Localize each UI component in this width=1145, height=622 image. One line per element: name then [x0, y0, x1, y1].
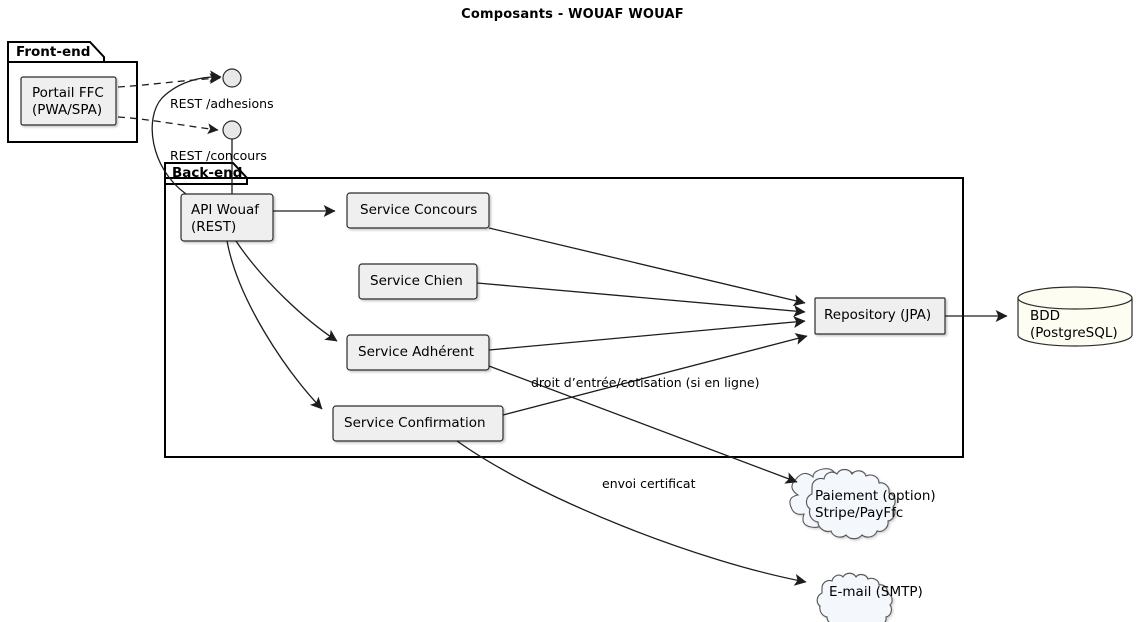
edge-portail-to-adhesions: [117, 73, 221, 88]
component-api-wouaf[interactable]: [180, 193, 274, 242]
package-label-frontend: Front-end: [16, 44, 91, 60]
edge-service-concours-to-repository: [488, 227, 806, 307]
component-repository-jpa[interactable]: [814, 297, 946, 335]
package-backend: [164, 162, 964, 458]
edge-api-to-service-adherent: [235, 240, 338, 342]
edge-service-adherent-to-paiement: [488, 365, 798, 484]
diagram-title: Composants - WOUAF WOUAF: [461, 7, 684, 22]
edge-service-confirmation-to-repository: [502, 333, 808, 416]
cloud-paiement[interactable]: [789, 468, 896, 540]
package-label-backend: Back-end: [172, 165, 243, 181]
component-portail-ffc[interactable]: [20, 76, 117, 126]
edge-portail-to-concours: [117, 116, 219, 135]
edge-service-chien-to-repository: [476, 282, 806, 317]
interface-rest-concours[interactable]: [222, 120, 242, 194]
component-service-chien[interactable]: [358, 263, 478, 300]
edge-label-cotisation: droit d’entrée/cotisation (si en ligne): [531, 375, 760, 390]
interface-label-rest-concours: REST /concours: [170, 148, 267, 163]
database-bdd[interactable]: [1017, 286, 1133, 347]
edge-api-to-adhesions: [151, 70, 222, 195]
edge-service-confirmation-to-email: [456, 440, 807, 586]
cloud-email[interactable]: [816, 572, 893, 622]
interface-rest-adhesions[interactable]: [222, 68, 242, 88]
interface-label-rest-adhesions: REST /adhesions: [170, 96, 274, 111]
edge-label-certificat: envoi certificat: [602, 476, 696, 491]
edge-service-adherent-to-repository: [488, 316, 806, 351]
component-service-confirmation[interactable]: [332, 405, 504, 442]
edge-api-to-service-confirmation: [226, 240, 323, 410]
component-service-adherent[interactable]: [346, 334, 490, 371]
component-service-concours[interactable]: [346, 192, 490, 229]
